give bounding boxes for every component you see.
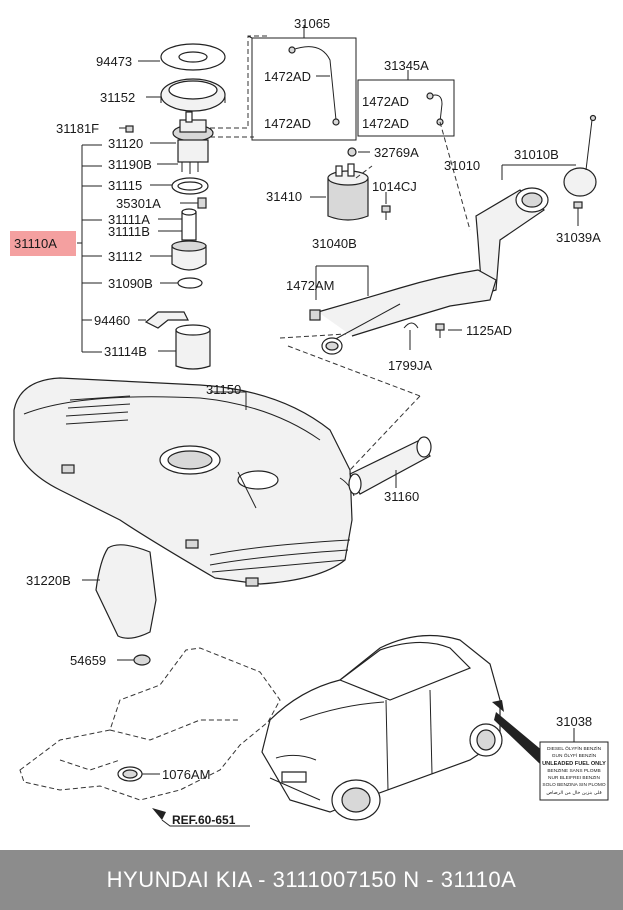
label-35301A[interactable]: 35301A [116, 196, 161, 211]
canister-31410[interactable] [327, 163, 369, 221]
filter-31190B[interactable] [177, 139, 209, 174]
filler-neck-31010[interactable] [475, 187, 549, 295]
label-32769A[interactable]: 32769A [374, 145, 419, 160]
label-31150[interactable]: 31150 [206, 382, 241, 397]
clamp-1472AM[interactable] [309, 309, 321, 321]
label-31152[interactable]: 31152 [100, 90, 135, 105]
footer-part-number: HYUNDAI KIA - 3111007150 N - 31110A [106, 867, 517, 892]
box-31345A [357, 79, 455, 137]
fuel-pump-31111[interactable] [181, 208, 197, 241]
fuel-label-line4: BENZINE SANS PLOMB [547, 768, 600, 774]
label-31345A[interactable]: 31345A [384, 58, 429, 73]
label-54659[interactable]: 54659 [70, 653, 106, 668]
filter-31090B[interactable] [177, 277, 203, 289]
label-31160[interactable]: 31160 [384, 489, 419, 504]
label-31120[interactable]: 31120 [108, 136, 143, 151]
label-94460[interactable]: 94460 [94, 313, 130, 328]
diagram-canvas: DIESEL ÖLYFİN BENZİN GUN ÖLYFİ BENZİN UN… [10, 16, 609, 827]
label-31114B[interactable]: 31114B [104, 344, 147, 359]
fuel-cap-31010B[interactable] [563, 114, 597, 197]
label-94473[interactable]: 94473 [96, 54, 132, 69]
fuel-label-line7: قلى بنزين خال من الرصاص [546, 790, 601, 796]
plug-1076AM[interactable] [117, 766, 143, 782]
label-1472AD-1[interactable]: 1472AD [264, 69, 311, 84]
label-31220B[interactable]: 31220B [26, 573, 71, 588]
label-ref[interactable]: REF.60-651 [172, 813, 236, 827]
bolt-1125AD[interactable] [435, 323, 445, 338]
clip-31181F[interactable] [125, 125, 134, 133]
lock-ring-31152[interactable] [160, 78, 226, 112]
label-1472AD-2[interactable]: 1472AD [264, 116, 311, 131]
label-31115[interactable]: 31115 [108, 178, 142, 193]
gasket-94473[interactable] [160, 43, 226, 71]
reservoir-31114B[interactable] [175, 324, 211, 370]
heat-shield-31220B[interactable] [95, 544, 157, 639]
filler-hose-31160[interactable] [348, 436, 432, 495]
label-1125AD[interactable]: 1125AD [466, 323, 512, 338]
footer-bar: HYUNDAI KIA - 3111007150 N - 31110A [0, 850, 623, 910]
label-1472AD-4[interactable]: 1472AD [362, 116, 409, 131]
sender-35301A[interactable] [197, 197, 207, 209]
label-31090B[interactable]: 31090B [108, 276, 153, 291]
bracket-94460[interactable] [144, 311, 189, 329]
label-31110A[interactable]: 31110A [14, 236, 57, 251]
fuel-label-line6: SOLO BENZINA SIN PLOMO [542, 782, 605, 788]
vapor-hose-31345A[interactable] [426, 92, 444, 126]
label-31039A[interactable]: 31039A [556, 230, 601, 245]
label-31111A[interactable]: 31111A [108, 212, 150, 227]
label-31112[interactable]: 31112 [108, 249, 142, 264]
label-31010[interactable]: 31010 [444, 158, 480, 173]
parts-diagram: DIESEL ÖLYFİN BENZİN GUN ÖLYFİ BENZİN UN… [10, 16, 609, 827]
label-31410[interactable]: 31410 [266, 189, 302, 204]
label-1799JA[interactable]: 1799JA [388, 358, 432, 373]
ref-arrow-icon [152, 808, 250, 827]
label-31190B[interactable]: 31190B [108, 157, 152, 172]
label-31181F[interactable]: 31181F [56, 121, 99, 136]
label-31010B[interactable]: 31010B [514, 147, 559, 162]
highlight-31110A [10, 231, 76, 256]
fuel-label-line2: GUN ÖLYFİ BENZİN [552, 752, 597, 759]
label-1472AD-3[interactable]: 1472AD [362, 94, 409, 109]
vent-hose-31040B[interactable] [317, 269, 497, 355]
fuel-tank-31150[interactable] [13, 377, 355, 587]
screw-31039A[interactable] [573, 201, 583, 216]
fuel-label-line1: DIESEL ÖLYFİN BENZİN [547, 745, 602, 752]
label-1472AM[interactable]: 1472AM [286, 278, 334, 293]
label-1014CJ[interactable]: 1014CJ [372, 179, 417, 194]
floor-panel [19, 647, 281, 801]
cap-32769A[interactable] [347, 147, 357, 157]
label-31038[interactable]: 31038 [556, 714, 592, 729]
label-31111B[interactable]: 31111B [108, 224, 150, 239]
clip-1799JA[interactable] [403, 322, 419, 329]
fuel-label-line5: NUR BLEIFREI BENZIN [548, 775, 601, 781]
bolt-1014CJ[interactable] [381, 205, 391, 220]
label-31040B[interactable]: 31040B [312, 236, 357, 251]
o-ring-31115[interactable] [171, 177, 209, 195]
pointer-icon [494, 712, 544, 764]
fuel-label-line3: UNLEADED FUEL ONLY [542, 761, 606, 767]
grommet-54659[interactable] [133, 654, 151, 666]
strainer-31112[interactable] [171, 240, 207, 271]
pump-plate-31120[interactable] [172, 111, 214, 142]
fuel-label-31038[interactable] [539, 741, 609, 801]
vapor-hose-31065[interactable] [288, 46, 340, 126]
label-31065[interactable]: 31065 [294, 16, 330, 31]
label-1076AM[interactable]: 1076AM [162, 767, 210, 782]
car-illustration [261, 634, 504, 821]
